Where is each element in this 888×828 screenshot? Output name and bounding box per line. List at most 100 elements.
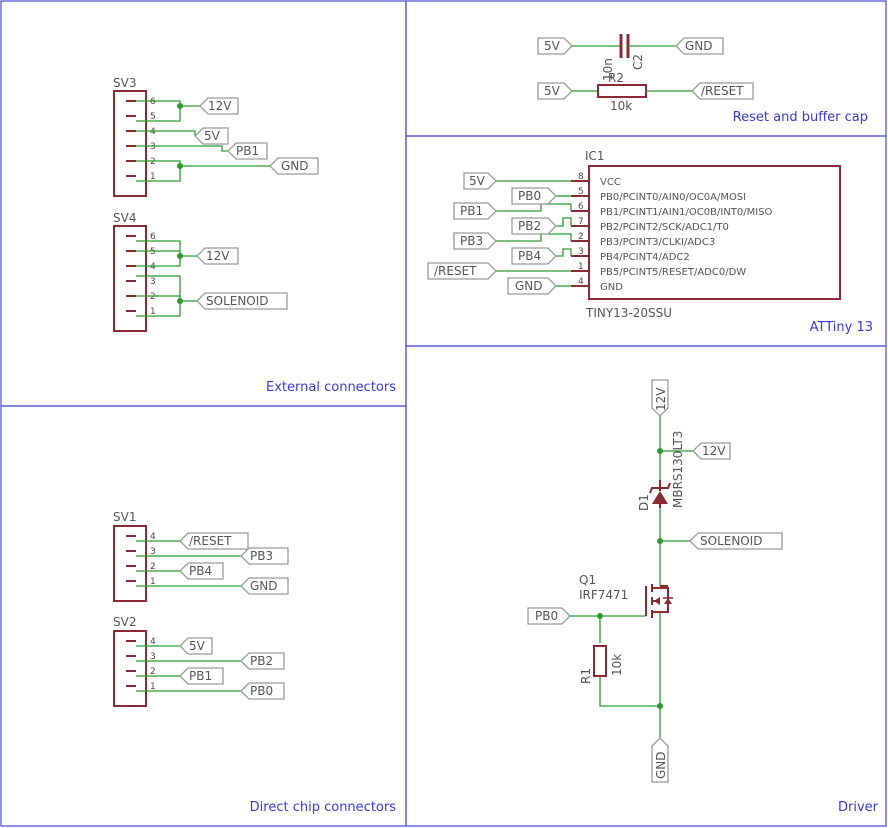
sv3-pin-5: 5 [150, 112, 156, 122]
sv2-name: SV2 [113, 615, 136, 629]
sv1-label-reset: /RESET [179, 532, 249, 550]
r2-name: R2 [608, 71, 624, 85]
diode-d1: D1 MBRS130LT3 [637, 431, 685, 511]
c2-name: C2 [631, 54, 645, 70]
sv4-pin-4: 4 [150, 262, 156, 272]
ic1-pin-num-3: 3 [578, 247, 584, 257]
ic1-pin-fn-gnd: GND [600, 282, 623, 293]
section-title-attiny: ATTiny 13 [810, 320, 873, 335]
r2-value: 10k [610, 99, 632, 113]
svg-text:12V: 12V [654, 387, 668, 411]
sv3-pin-4: 4 [150, 127, 156, 137]
ic1-pin-fn-pb5: PB5/PCINT5/RESET/ADC0/DW [600, 267, 746, 278]
section-title-external: External connectors [266, 380, 396, 395]
sv3-name: SV3 [113, 76, 136, 90]
driver-label-solenoid: SOLENOID [689, 532, 783, 550]
sv2-label-pb2: PB2 [240, 652, 285, 670]
mosfet-q1: Q1 IRF7471 [579, 573, 673, 618]
sv4-pin-6: 6 [150, 232, 156, 242]
ic1-pin-fn-pb2: PB2/PCINT2/SCK/ADC1/T0 [600, 222, 729, 233]
sv3-pin-3: 3 [150, 142, 156, 152]
capacitor-c2: 5V GND 10n C2 [537, 34, 724, 81]
connector-sv4: SV4 6 5 4 3 2 1 12V SOLENOID [113, 211, 288, 332]
ic1-pin-num-5: 5 [578, 187, 584, 197]
ic1-name: IC1 [585, 149, 605, 163]
svg-text:PB0: PB0 [518, 189, 541, 203]
svg-text:/RESET: /RESET [434, 264, 477, 278]
svg-text:5V: 5V [544, 84, 561, 98]
svg-text:PB2: PB2 [250, 654, 273, 668]
sv4-name: SV4 [113, 211, 136, 225]
svg-text:5V: 5V [204, 129, 221, 143]
sv1-label-pb3: PB3 [240, 547, 289, 565]
ic1-pin-num-2: 2 [578, 232, 584, 242]
sv4-pin-2: 2 [150, 292, 156, 302]
sv3-pin-2: 2 [150, 157, 156, 167]
svg-text:5V: 5V [189, 639, 206, 653]
svg-text:GND: GND [654, 751, 668, 779]
ic1-label-gnd: GND [507, 277, 557, 295]
sv2-label-5v: 5V [179, 637, 213, 655]
svg-text:PB1: PB1 [236, 144, 259, 158]
sv4-pin-3: 3 [150, 277, 156, 287]
ic1-pin-fn-pb3: PB3/PCINT3/CLKI/ADC3 [600, 237, 715, 248]
sv3-label-12v: 12V [199, 97, 239, 115]
ic1-part: TINY13-20SSU [585, 306, 672, 320]
svg-text:5V: 5V [544, 39, 561, 53]
ic1-pin-num-6: 6 [578, 202, 584, 212]
driver-label-pb0: PB0 [527, 607, 571, 625]
svg-text:/RESET: /RESET [701, 84, 744, 98]
connector-sv1: SV1 4 3 2 1 /RESET PB3 PB4 GND [113, 510, 289, 602]
section-title-reset: Reset and buffer cap [733, 110, 868, 125]
driver-label-gnd: GND [651, 737, 669, 783]
sv4-label-12v: 12V [196, 247, 239, 265]
svg-text:12V: 12V [206, 249, 230, 263]
svg-text:PB0: PB0 [535, 609, 558, 623]
sv1-pin-3: 3 [150, 547, 156, 557]
ic1-label-pb2: PB2 [511, 217, 557, 235]
sv1-pin-4: 4 [150, 532, 156, 542]
sv2-pin-3: 3 [150, 652, 156, 662]
svg-text:GND: GND [685, 39, 713, 53]
section-title-driver: Driver [838, 800, 879, 815]
sv3-label-5v: 5V [194, 127, 229, 145]
section-title-direct: Direct chip connectors [250, 800, 397, 815]
ic1-pin-num-7: 7 [578, 217, 584, 227]
svg-text:PB1: PB1 [460, 204, 483, 218]
r1-value: 10k [610, 654, 624, 676]
sv1-name: SV1 [113, 510, 136, 524]
driver-label-12v-top: 12V [651, 379, 669, 417]
ic1-pin-fn-pb0: PB0/PCINT0/AIN0/OC0A/MOSI [600, 192, 746, 203]
svg-text:PB4: PB4 [189, 564, 212, 578]
sv1-pin-2: 2 [150, 562, 156, 572]
ic1-attiny13: IC1 TINY13-20SSU 8 5 6 7 2 3 1 4 VCC PB0… [427, 149, 841, 320]
ic1-pin-num-8: 8 [578, 172, 584, 182]
sv4-pin-5: 5 [150, 247, 156, 257]
ic1-pin-fn-pb1: PB1/PCINT1/AIN1/OC0B/INT0/MISO [600, 207, 773, 218]
ic1-pin-num-1: 1 [578, 262, 584, 272]
connector-sv2: SV2 4 3 2 1 5V PB2 PB1 PB0 [113, 615, 285, 707]
sv3-pin-6: 6 [150, 97, 156, 107]
ic1-pin-num-4: 4 [578, 277, 584, 287]
svg-text:SOLENOID: SOLENOID [206, 294, 269, 308]
sv4-label-solenoid: SOLENOID [196, 292, 288, 310]
c2-label-gnd: GND [675, 37, 724, 55]
sv1-label-gnd: GND [240, 577, 289, 595]
c2-label-5v: 5V [537, 37, 573, 55]
svg-text:PB1: PB1 [189, 669, 212, 683]
q1-part: IRF7471 [579, 588, 628, 602]
d1-part: MBRS130LT3 [671, 431, 685, 508]
sv3-label-pb1: PB1 [227, 142, 268, 160]
resistor-r1: R1 10k [579, 645, 624, 684]
r2-label-reset: /RESET [691, 82, 754, 100]
sv2-label-pb0: PB0 [240, 682, 285, 700]
driver-label-12v: 12V [692, 442, 731, 460]
sv3-pin-1: 1 [150, 172, 156, 182]
svg-text:GND: GND [281, 159, 309, 173]
resistor-r2: R2 5V /RESET 10k [537, 71, 754, 113]
ic1-label-5v: 5V [463, 172, 497, 190]
ic1-label-pb1: PB1 [453, 202, 497, 220]
sv3-label-gnd: GND [269, 157, 319, 175]
